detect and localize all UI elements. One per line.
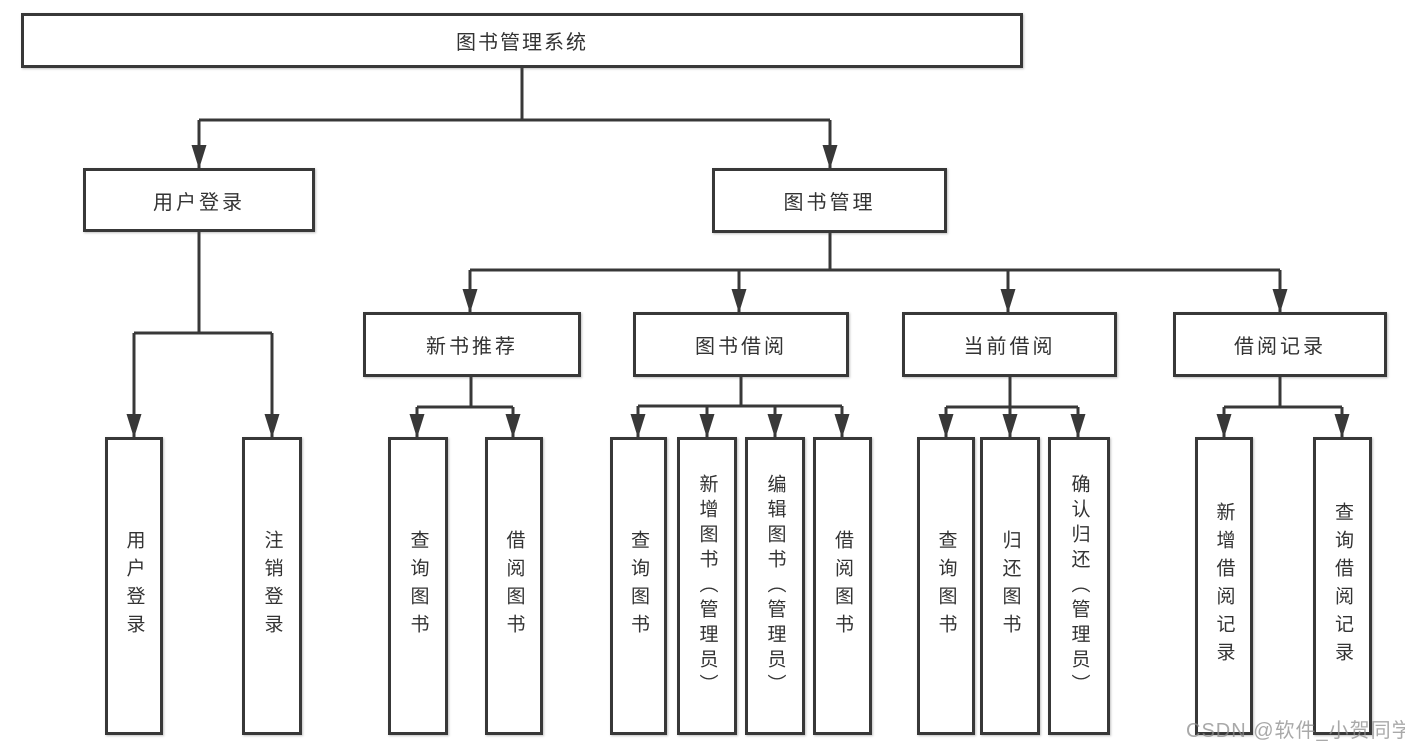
- leaf-query-books-recommend: 查询图书: [388, 437, 448, 735]
- node-label: 借阅记录: [1234, 336, 1326, 358]
- leaf-add-books-admin: 新增图书（管理员）: [677, 437, 737, 735]
- node-book-borrowing: 图书借阅: [633, 312, 849, 377]
- leaf-edit-books-admin: 编辑图书（管理员）: [745, 437, 805, 735]
- leaf-label: 查询借阅记录: [1332, 502, 1353, 670]
- leaf-query-borrow-record: 查询借阅记录: [1313, 437, 1372, 735]
- node-label: 图书借阅: [695, 336, 787, 358]
- leaf-label: 归还图书: [999, 530, 1021, 642]
- leaf-query-books-current: 查询图书: [917, 437, 975, 735]
- leaf-label: 借阅图书: [503, 530, 525, 642]
- node-user-login: 用户登录: [83, 168, 315, 232]
- leaf-confirm-return-admin: 确认归还（管理员）: [1048, 437, 1110, 735]
- leaf-label: 借阅图书: [832, 530, 853, 642]
- node-library-management-system: 图书管理系统: [21, 13, 1023, 68]
- node-borrowing-records: 借阅记录: [1173, 312, 1387, 377]
- node-label: 图书管理系统: [456, 32, 588, 54]
- leaf-add-borrow-record: 新增借阅记录: [1195, 437, 1253, 735]
- node-new-book-recommendation: 新书推荐: [363, 312, 581, 377]
- leaf-label: 用户登录: [123, 530, 145, 642]
- leaf-label: 编辑图书（管理员）: [764, 473, 786, 699]
- csdn-watermark: CSDN @软件_小贺同学: [1186, 720, 1405, 742]
- leaf-query-books-borrow: 查询图书: [610, 437, 667, 735]
- leaf-logout: 注销登录: [242, 437, 302, 735]
- leaf-borrow-books-recommend: 借阅图书: [485, 437, 543, 735]
- leaf-label: 查询图书: [628, 530, 649, 642]
- node-book-management: 图书管理: [712, 168, 947, 233]
- node-label: 用户登录: [153, 191, 245, 214]
- leaf-label: 注销登录: [261, 530, 283, 642]
- node-label: 当前借阅: [963, 336, 1056, 358]
- leaf-label: 确认归还（管理员）: [1068, 473, 1090, 699]
- leaf-label: 新增图书（管理员）: [696, 473, 718, 699]
- leaf-user-login: 用户登录: [105, 437, 163, 735]
- leaf-label: 查询图书: [407, 530, 429, 642]
- leaf-label: 查询图书: [935, 530, 957, 642]
- node-current-borrowing: 当前借阅: [902, 312, 1117, 377]
- leaf-borrow-books: 借阅图书: [813, 437, 872, 735]
- node-label: 图书管理: [783, 192, 876, 214]
- leaf-return-books: 归还图书: [980, 437, 1040, 735]
- node-label: 新书推荐: [426, 336, 518, 358]
- leaf-label: 新增借阅记录: [1213, 502, 1235, 670]
